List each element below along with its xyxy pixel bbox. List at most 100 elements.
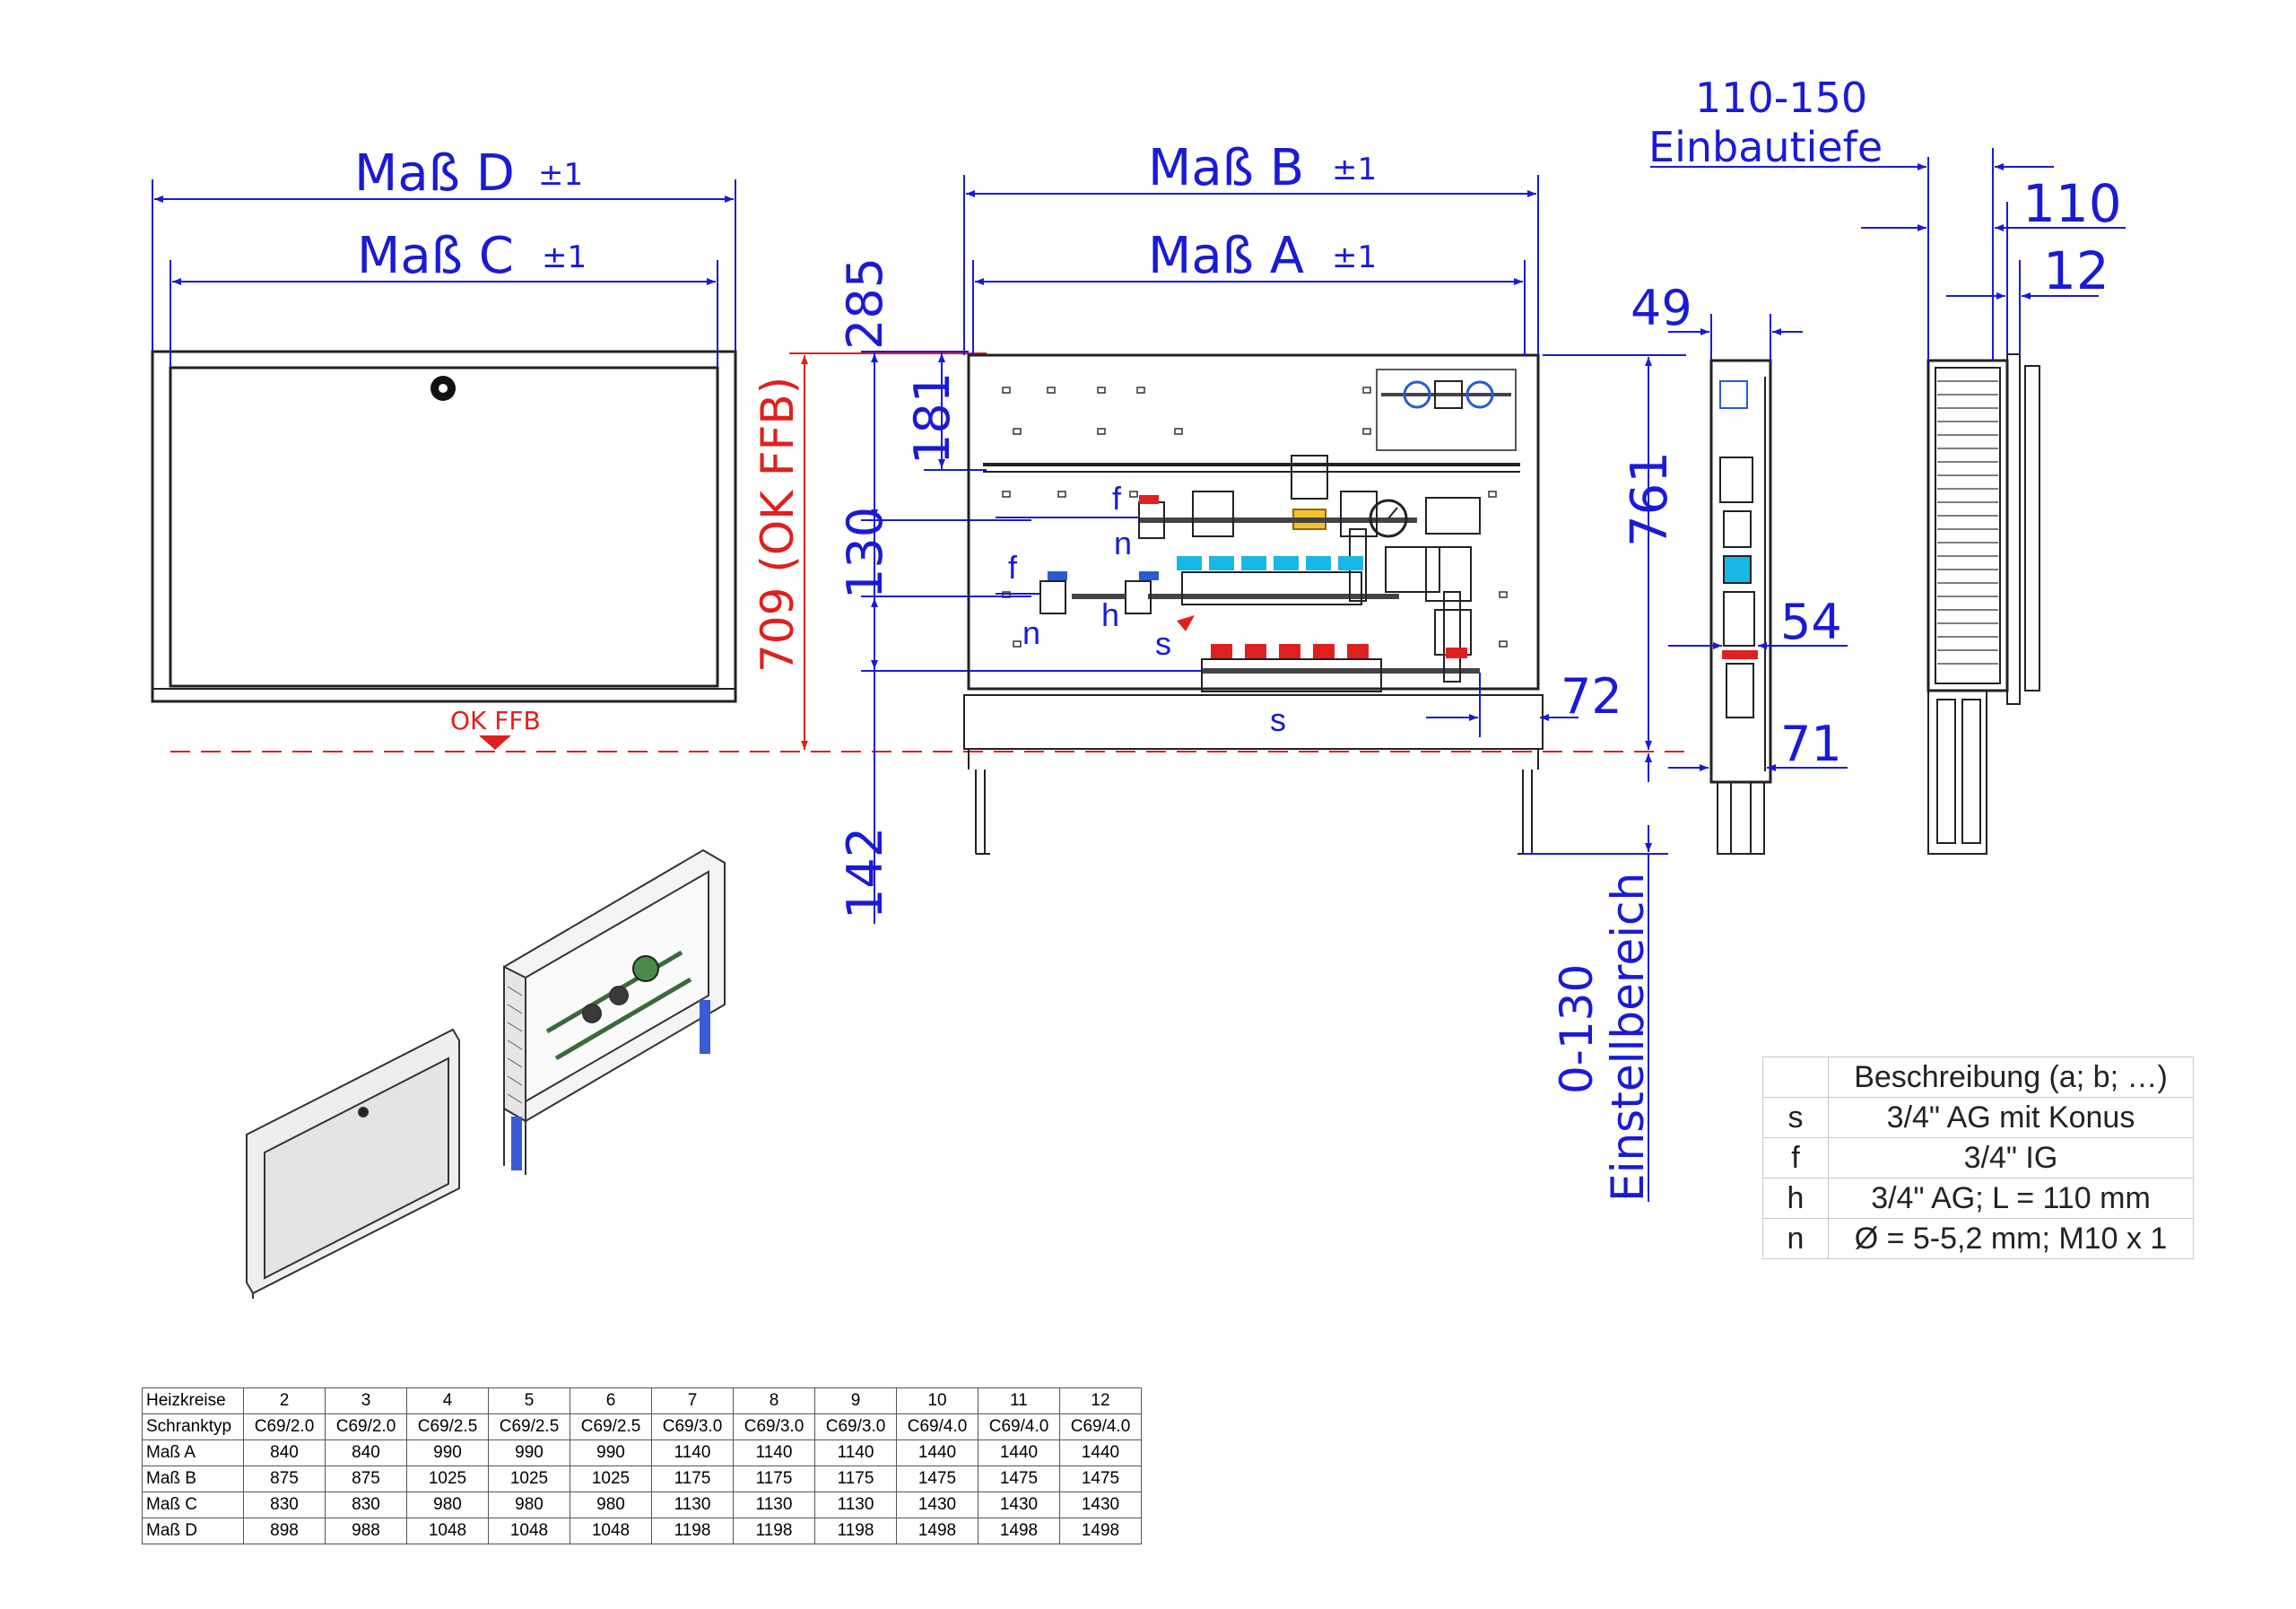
- callout-s: s: [1155, 625, 1171, 662]
- mass-c-tolerance: ±1: [542, 239, 587, 275]
- table-cell: 10: [896, 1387, 978, 1414]
- table-cell: 1140: [651, 1439, 734, 1466]
- mass-c-label: Maß C: [357, 227, 514, 285]
- table-cell: 990: [488, 1439, 570, 1466]
- dim-71-label: 71: [1780, 716, 1842, 772]
- einbautiefe-label: Einbautiefe: [1648, 123, 1883, 171]
- dimension-72: [1426, 673, 1578, 737]
- table-cell: C69/4.0: [978, 1413, 1060, 1440]
- table-row-label: Maß B: [142, 1465, 244, 1492]
- table-cell: 1140: [814, 1439, 897, 1466]
- table-cell: 1048: [570, 1518, 652, 1544]
- table-cell: 12: [1059, 1387, 1142, 1414]
- table-cell: 988: [325, 1518, 407, 1544]
- table-cell: C69/2.5: [406, 1413, 489, 1440]
- legend-desc: Ø = 5-5,2 mm; M10 x 1: [1828, 1218, 2194, 1259]
- table-row-label: Schranktyp: [142, 1413, 244, 1440]
- table-cell: 1130: [814, 1492, 897, 1518]
- mass-a-label: Maß A: [1148, 227, 1304, 285]
- dim-12-label: 12: [2043, 240, 2109, 301]
- legend-key: f: [1762, 1137, 1829, 1178]
- table-cell: 1198: [651, 1518, 734, 1544]
- mass-b-label: Maß B: [1148, 139, 1304, 197]
- table-cell: 875: [243, 1465, 326, 1492]
- table-cell: 1175: [733, 1465, 815, 1492]
- dim-709-label: 709 (OK FFB): [752, 377, 804, 673]
- dim-142-label: 142: [837, 827, 893, 919]
- table-cell: 6: [570, 1387, 652, 1414]
- floor-marker-icon: [479, 735, 511, 750]
- table-cell: 1430: [978, 1492, 1060, 1518]
- table-cell: 990: [570, 1439, 652, 1466]
- table-cell: 1440: [896, 1439, 978, 1466]
- table-cell: 5: [488, 1387, 570, 1414]
- dimension-709: [789, 352, 987, 750]
- table-cell: 1440: [978, 1439, 1060, 1466]
- table-cell: C69/2.5: [488, 1413, 570, 1440]
- table-cell: C69/4.0: [896, 1413, 978, 1440]
- dim-285-label: 285: [837, 257, 893, 350]
- dim-761-label: 761: [1621, 451, 1679, 547]
- legend-row: h 3/4" AG; L = 110 mm: [1762, 1178, 2194, 1219]
- table-cell: 898: [243, 1518, 326, 1544]
- table-cell: 1498: [896, 1518, 978, 1544]
- table-cell: 1025: [488, 1465, 570, 1492]
- callout-n-upper: n: [1114, 525, 1132, 561]
- dimension-761: [1525, 354, 1686, 1202]
- table-cell: 1440: [1059, 1439, 1142, 1466]
- callout-s-bottom: s: [1270, 701, 1286, 738]
- front-door-view: [151, 350, 737, 703]
- legend-desc: 3/4" AG mit Konus: [1828, 1097, 2194, 1138]
- dimension-depth: [1650, 148, 2126, 361]
- table-row-label: Maß D: [142, 1518, 244, 1544]
- table-cell: 875: [325, 1465, 407, 1492]
- table-cell: 1025: [570, 1465, 652, 1492]
- legend-key: s: [1762, 1097, 1829, 1138]
- einstellbereich-label: Einstellbereich: [1602, 873, 1654, 1202]
- table-cell: 980: [488, 1492, 570, 1518]
- dimension-mass-d: [152, 179, 736, 368]
- isometric-cabinet-door: [246, 1028, 460, 1299]
- table-cell: 1498: [1059, 1518, 1142, 1544]
- table-cell: C69/3.0: [651, 1413, 734, 1440]
- mass-d-label: Maß D: [354, 144, 515, 203]
- table-cell: 8: [733, 1387, 815, 1414]
- legend-row: n Ø = 5-5,2 mm; M10 x 1: [1762, 1218, 2194, 1259]
- table-cell: 1025: [406, 1465, 489, 1492]
- dimension-mass-b-a: [963, 175, 1539, 355]
- table-cell: 1048: [488, 1518, 570, 1544]
- table-cell: 9: [814, 1387, 897, 1414]
- table-cell: 1140: [733, 1439, 815, 1466]
- dim-181-label: 181: [904, 372, 961, 465]
- mass-a-tolerance: ±1: [1332, 239, 1377, 275]
- table-cell: C69/3.0: [814, 1413, 897, 1440]
- legend-key: h: [1762, 1178, 1829, 1219]
- dimension-49-54-71: [1668, 314, 1848, 771]
- table-cell: 1498: [978, 1518, 1060, 1544]
- legend-header-row: Beschreibung (a; b; …): [1762, 1057, 2194, 1098]
- table-cell: 1475: [978, 1465, 1060, 1492]
- isometric-cabinet-open: [503, 848, 726, 1175]
- ok-ffb-label: OK FFB: [450, 706, 541, 735]
- legend-key: n: [1762, 1218, 1829, 1259]
- dim-0-130-label: 0-130: [1551, 964, 1603, 1094]
- table-cell: 4: [406, 1387, 489, 1414]
- callout-f-lower: f: [1008, 549, 1018, 586]
- callout-h: h: [1101, 596, 1119, 633]
- open-cabinet-view: [963, 353, 1544, 855]
- dim-72-label: 72: [1561, 668, 1622, 725]
- legend-header: Beschreibung (a; b; …): [1828, 1057, 2194, 1098]
- table-cell: 1130: [651, 1492, 734, 1518]
- table-cell: 830: [243, 1492, 326, 1518]
- dim-130-label: 130: [837, 507, 893, 599]
- table-cell: 1475: [1059, 1465, 1142, 1492]
- legend-desc: 3/4" AG; L = 110 mm: [1828, 1178, 2194, 1219]
- dim-54-label: 54: [1780, 594, 1842, 650]
- table-cell: 1198: [814, 1518, 897, 1544]
- table-row-label: Maß A: [142, 1439, 244, 1466]
